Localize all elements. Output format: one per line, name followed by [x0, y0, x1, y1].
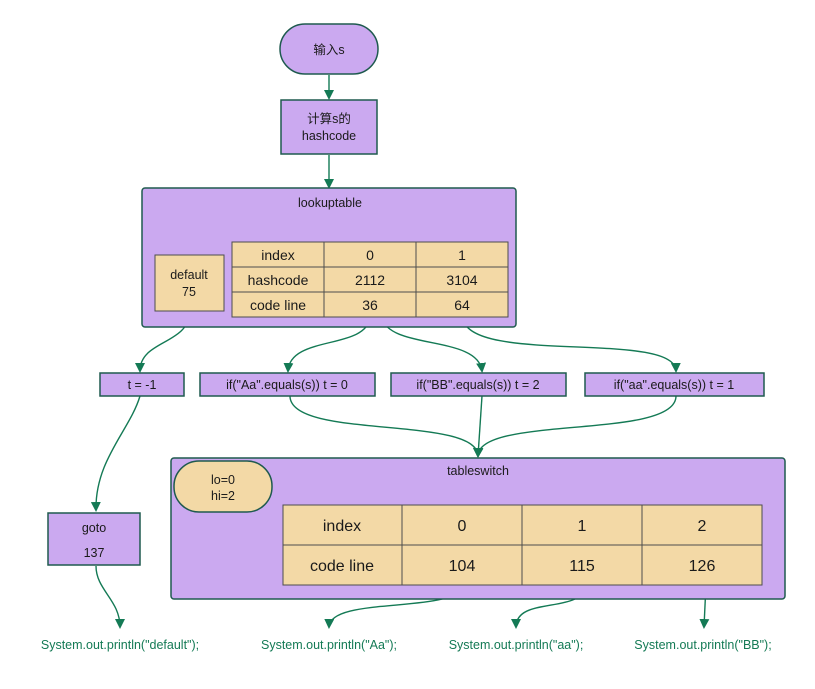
assign-bb-label: if("BB".equals(s)) t = 2: [416, 378, 539, 392]
connector-64-to-aa-lower: [462, 317, 681, 373]
compute-label-line1: 计算s的: [307, 111, 351, 126]
goto-label: goto: [82, 521, 106, 535]
assign-aa-lower-label: if("aa".equals(s)) t = 1: [614, 378, 734, 392]
lookuptable-container: lookuptable default 75 index 0 1 hashcod…: [141, 187, 517, 328]
lookuptable-title: lookuptable: [298, 196, 362, 210]
connector-aa-lower-to-tableswitch: [473, 395, 677, 458]
switch-code-line-0: 104: [449, 558, 476, 575]
connector-bb-to-tableswitch: [473, 395, 484, 458]
connector-t-minus-one-to-goto: [90, 395, 141, 512]
output-bb: System.out.println("BB");: [634, 638, 771, 652]
goto-target: 137: [84, 546, 105, 560]
goto-box: goto 137: [47, 512, 141, 566]
assign-aa-lower-box: if("aa".equals(s)) t = 1: [584, 372, 765, 397]
lookup-index-0: 0: [366, 247, 374, 263]
switch-index-1: 1: [578, 518, 587, 535]
assign-bb-box: if("BB".equals(s)) t = 2: [390, 372, 567, 397]
switch-index-2: 2: [698, 518, 707, 535]
default-label: default: [170, 268, 208, 282]
switch-header-index: index: [323, 518, 361, 535]
lookup-hashcode-1: 3104: [446, 272, 477, 288]
switch-code-line-2: 126: [689, 558, 716, 575]
start-label: 输入s: [313, 42, 344, 57]
tableswitch-title: tableswitch: [447, 464, 509, 478]
lookup-header-index: index: [261, 247, 294, 263]
lookuptable-default-box: default 75: [154, 254, 225, 312]
bounds-hi: hi=2: [211, 489, 235, 503]
switch-header-code-line: code line: [310, 558, 374, 575]
lookup-code-line-1: 64: [454, 297, 470, 313]
switch-code-line-1: 115: [569, 558, 595, 575]
assign-aa-upper-box: if("Aa".equals(s)) t = 0: [199, 372, 376, 397]
connector-goto-to-default-output: [95, 565, 125, 629]
compute-label-line2: hashcode: [302, 129, 356, 143]
lookuptable-grid: index 0 1 hashcode 2112 3104 code line 3…: [231, 241, 509, 318]
output-aa-upper: System.out.println("Aa");: [261, 638, 397, 652]
lookup-index-1: 1: [458, 247, 466, 263]
output-aa-lower: System.out.println("aa");: [449, 638, 584, 652]
tableswitch-bounds-box: lo=0 hi=2: [173, 460, 273, 513]
tableswitch-container: tableswitch lo=0 hi=2 index 0 1 2 code l…: [170, 457, 786, 600]
lookup-header-code-line: code line: [250, 297, 306, 313]
assign-default-box: t = -1: [99, 372, 185, 397]
default-value: 75: [182, 285, 196, 299]
bounds-lo: lo=0: [211, 473, 235, 487]
lookup-code-line-0: 36: [362, 297, 378, 313]
connector-aa-upper-to-tableswitch: [289, 395, 483, 458]
compute-hashcode-node: 计算s的 hashcode: [280, 99, 378, 155]
lookup-hashcode-0: 2112: [355, 272, 385, 288]
assign-aa-upper-label: if("Aa".equals(s)) t = 0: [226, 378, 348, 392]
assign-default-label: t = -1: [128, 378, 157, 392]
lookup-header-hashcode: hashcode: [248, 272, 309, 288]
tableswitch-grid: index 0 1 2 code line 104 115 126: [282, 504, 763, 586]
start-node: 输入s: [279, 23, 379, 75]
output-default: System.out.println("default");: [41, 638, 199, 652]
switch-index-0: 0: [458, 518, 467, 535]
